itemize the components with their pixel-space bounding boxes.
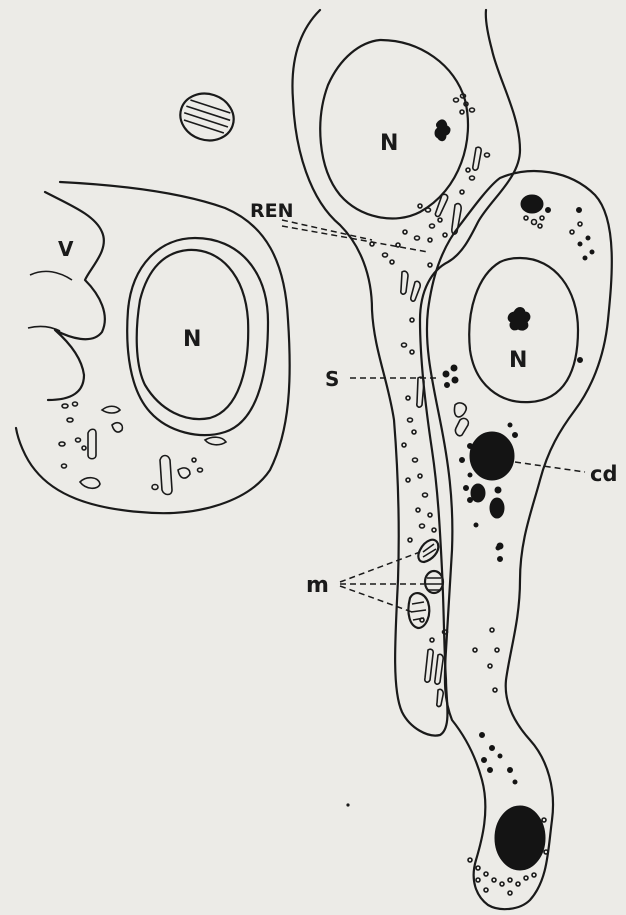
- speck: [346, 803, 349, 806]
- left-nucleus-label: N: [183, 327, 201, 352]
- left-cell-vacuole-outline: [45, 192, 105, 400]
- s-label: S: [325, 367, 339, 391]
- vacuole-label: V: [58, 237, 74, 261]
- isolated-mitochondrion: [174, 87, 240, 147]
- left-cell-organelles: [59, 402, 226, 495]
- cd-dense-body: [470, 432, 514, 480]
- ren-label: REN: [250, 200, 294, 222]
- m-label: m: [306, 573, 329, 598]
- right-cell-dark-granules: [443, 195, 594, 784]
- m-leader: [340, 552, 424, 612]
- ren-leader: [282, 220, 428, 252]
- right-cell: [427, 171, 612, 909]
- right-nucleus-label: N: [509, 348, 527, 373]
- right-cell-membrane: [427, 171, 612, 909]
- cd-label: cd: [590, 462, 617, 486]
- cd-leader: [515, 462, 585, 472]
- left-cell-inner-fold: [28, 271, 72, 331]
- bottom-dense-body: [495, 806, 545, 870]
- top-nucleolus: [435, 120, 450, 141]
- left-cell: [16, 182, 290, 513]
- right-nucleolus: [508, 308, 530, 331]
- top-nucleus-label: N: [380, 131, 398, 156]
